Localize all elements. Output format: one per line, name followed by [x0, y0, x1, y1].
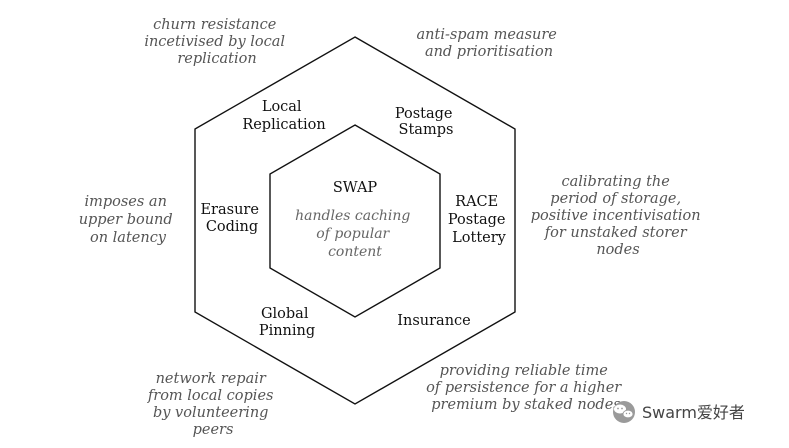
annotation-bottom-right: providing reliable time of persistence f…: [426, 363, 626, 413]
local-replication-label: Local Replication: [242, 99, 325, 133]
annotation-top-right: anti-spam measure and prioritisation: [417, 27, 562, 60]
outer-hexagon: [194, 36, 516, 405]
postage-stamps-label: Postage Stamps: [395, 106, 457, 138]
annotation-left: imposes an upper bound on latency: [79, 194, 178, 246]
watermark-text: Swarm爱好者: [642, 403, 745, 422]
insurance-label: Insurance: [397, 313, 470, 329]
annotation-top-left: churn resistance incetivised by local re…: [144, 17, 289, 67]
race-lottery-label: RACE Postage Lottery: [448, 194, 510, 246]
global-pinning-label: Global Pinning: [259, 306, 315, 339]
annotation-bottom-left: network repair from local copies by volu…: [147, 371, 278, 438]
watermark: Swarm爱好者: [613, 401, 745, 423]
wechat-icon: [613, 401, 635, 423]
annotation-right: calibrating the period of storage, posit…: [531, 174, 705, 258]
center-subtitle: handles caching of popular content: [295, 208, 415, 260]
erasure-coding-label: Erasure Coding: [200, 202, 263, 235]
center-title: SWAP: [333, 180, 378, 196]
inner-hexagon: [269, 124, 441, 318]
